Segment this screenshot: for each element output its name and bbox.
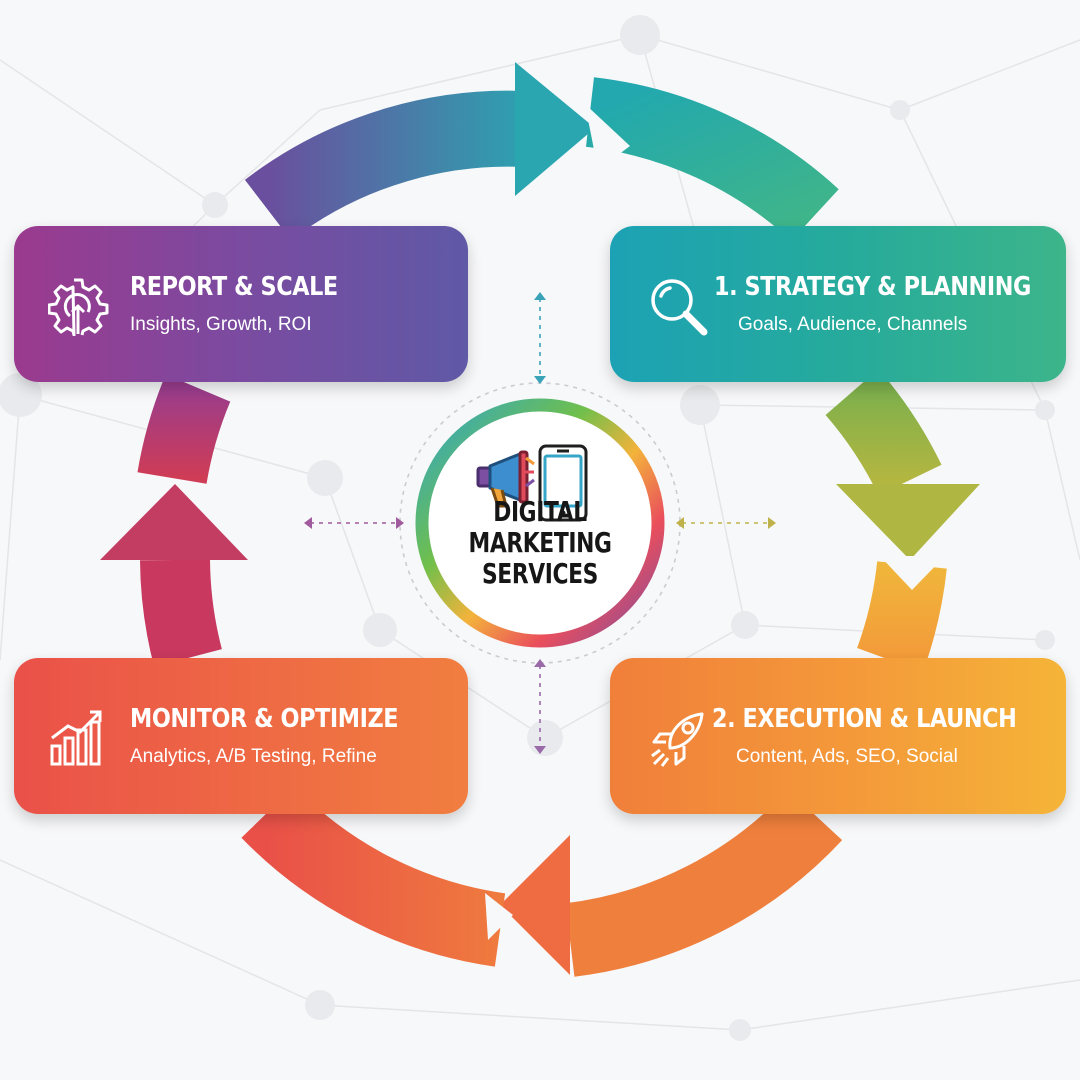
arrow-top-right xyxy=(585,77,839,242)
card-title: 1. STRATEGY & PLANNING xyxy=(714,272,1031,302)
center-title-line-3: SERVICES xyxy=(481,557,599,590)
card-title: MONITOR & OPTIMIZE xyxy=(130,704,399,734)
card-monitor-optimize: MONITOR & OPTIMIZE Analytics, A/B Testin… xyxy=(14,658,468,814)
card-subtitle: Analytics, A/B Testing, Refine xyxy=(130,746,377,767)
center-title-line-2: MARKETING xyxy=(468,526,612,559)
card-strategy-planning: 1. STRATEGY & PLANNING Goals, Audience, … xyxy=(610,226,1066,382)
megaphone-icon xyxy=(476,450,529,508)
center-title: DIGITAL MARKETING SERVICES xyxy=(462,496,618,589)
arrow-left xyxy=(100,374,248,667)
card-title: 2. EXECUTION & LAUNCH xyxy=(712,704,1017,734)
rocket-icon xyxy=(651,712,704,767)
magnifier-icon xyxy=(651,279,708,336)
card-report-scale: REPORT & SCALE Insights, Growth, ROI xyxy=(14,226,468,382)
center-title-line-1: DIGITAL xyxy=(493,495,587,528)
card-title: REPORT & SCALE xyxy=(130,272,338,302)
arrow-right-lower xyxy=(856,556,947,672)
center-circle xyxy=(415,398,665,648)
smartphone-icon xyxy=(525,444,588,522)
connector-arrowheads xyxy=(304,292,776,754)
card-subtitle: Insights, Growth, ROI xyxy=(130,314,312,335)
arrow-right xyxy=(825,369,980,560)
bar-chart-icon xyxy=(50,710,102,766)
arrow-bottom xyxy=(241,785,843,977)
gear-growth-icon xyxy=(48,278,109,336)
card-subtitle: Goals, Audience, Channels xyxy=(738,314,968,335)
card-execution-launch: 2. EXECUTION & LAUNCH Content, Ads, SEO,… xyxy=(610,658,1066,814)
arrow-top xyxy=(244,62,595,241)
card-subtitle: Content, Ads, SEO, Social xyxy=(736,746,958,767)
